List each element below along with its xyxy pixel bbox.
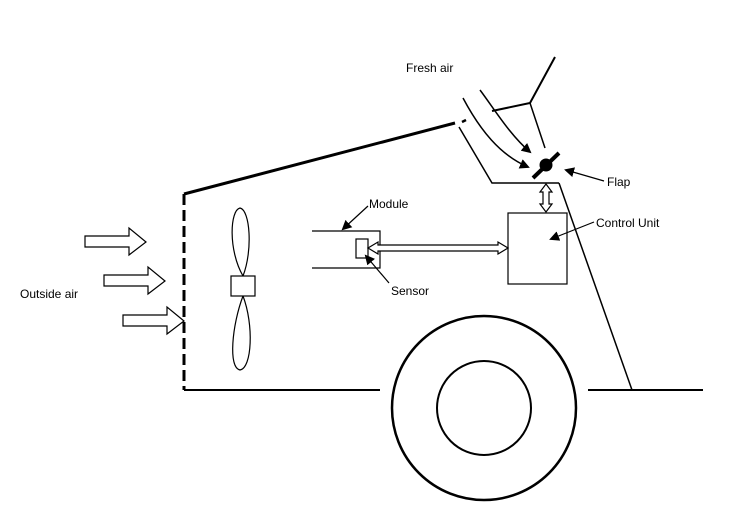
control-unit-label: Control Unit [596, 216, 660, 230]
module-label: Module [369, 197, 409, 211]
flap-pointer-arrow [564, 167, 605, 182]
windshield-line [558, 182, 633, 391]
flap-pivot [539, 158, 553, 172]
fresh-air-flow-arrows [462, 89, 532, 169]
module-control-double-arrow [366, 240, 510, 256]
control-unit-box [507, 212, 568, 285]
fresh-air-arrow-1 [462, 97, 530, 169]
fan-hub [230, 275, 256, 297]
outside-air-arrow-2 [103, 265, 166, 296]
flap-label: Flap [607, 175, 631, 189]
sensor-label: Sensor [391, 284, 429, 298]
fan-blade-bottom [232, 294, 251, 371]
fresh-air-duct [458, 56, 559, 184]
roof-line [183, 121, 456, 196]
flap-control-link [538, 183, 554, 213]
wheel [390, 314, 578, 502]
duct-left-wall [458, 126, 545, 184]
duct-cover-line [491, 56, 556, 112]
flap-control-double-arrow [538, 183, 554, 213]
fan [230, 207, 256, 371]
module-pointer-arrow [341, 205, 369, 231]
outside-air-arrow-3 [122, 305, 185, 336]
sensor-pointer-arrow [364, 254, 390, 284]
fan-blade-top [231, 207, 250, 278]
sensor-element [355, 238, 369, 259]
wheel-tire [390, 314, 578, 502]
fresh-air-label: Fresh air [406, 61, 453, 75]
fresh-air-arrow-2 [479, 89, 532, 154]
flap-assembly [531, 151, 605, 182]
outside-air-label: Outside air [20, 287, 78, 301]
control-unit-pointer-arrow [549, 221, 595, 241]
vehicle-body [182, 121, 703, 391]
duct-right-wall [529, 102, 546, 149]
duct-dash [461, 118, 467, 124]
outside-air-arrows [84, 226, 185, 336]
outside-air-arrow-1 [84, 226, 147, 257]
wheel-rim [436, 360, 532, 456]
